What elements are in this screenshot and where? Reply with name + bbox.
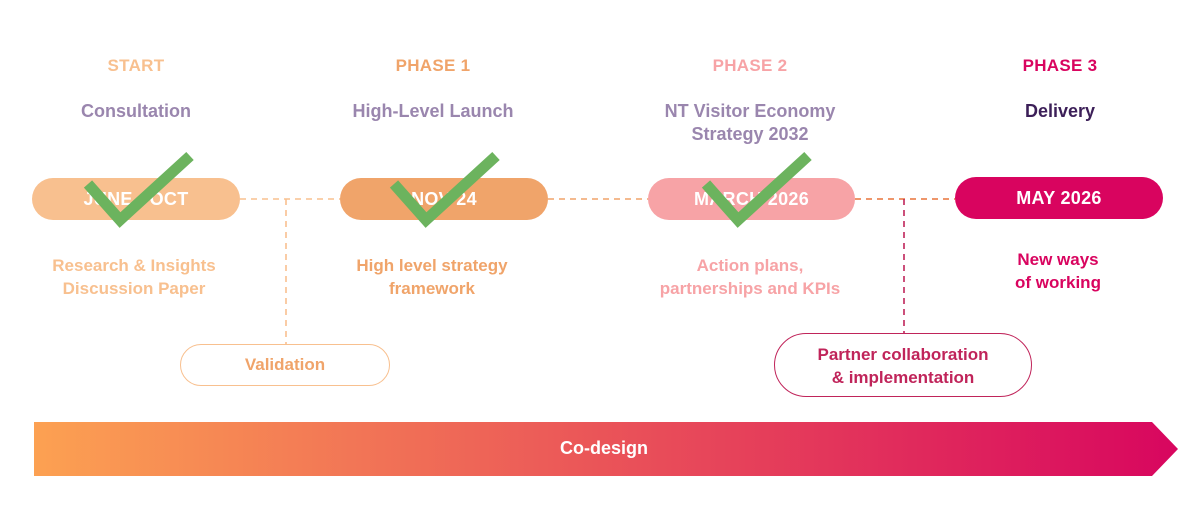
stage-title-consultation: Consultation xyxy=(81,101,191,121)
title-line: NT Visitor Economy xyxy=(664,101,836,121)
description-line: Action plans, xyxy=(696,256,804,275)
description-line: New ways xyxy=(1017,250,1099,269)
description-line: Discussion Paper xyxy=(62,279,206,298)
check-icon xyxy=(389,151,500,228)
stage-title-launch: High-Level Launch xyxy=(352,101,514,121)
phase-label-1: PHASE 1 xyxy=(395,56,471,75)
phase-label-start: START xyxy=(107,56,165,75)
stage-description-phase1: High level strategy framework xyxy=(282,254,582,300)
stage-description-phase3: New ways of working xyxy=(908,248,1200,294)
phase-label-2: PHASE 2 xyxy=(712,56,788,75)
description-line: High level strategy xyxy=(356,256,508,275)
check-icon xyxy=(83,151,194,228)
partner-callout: Partner collaboration & implementation xyxy=(774,333,1032,397)
stage-title-delivery: Delivery xyxy=(1024,101,1096,121)
codesign-label: Co-design xyxy=(560,438,648,458)
stage-title-strategy: NT Visitor Economy Strategy 2032 xyxy=(600,100,900,146)
description-line: of working xyxy=(1015,273,1101,292)
description-line: partnerships and KPIs xyxy=(659,279,841,298)
date-pill-phase3: MAY 2026 xyxy=(955,177,1163,219)
callout-line: Partner collaboration xyxy=(817,345,989,364)
stage-description-start: Research & Insights Discussion Paper xyxy=(0,254,284,300)
arrow-banner xyxy=(34,422,1178,476)
check-icon xyxy=(701,151,812,228)
phase-label-3: PHASE 3 xyxy=(1022,56,1098,75)
description-line: framework xyxy=(389,279,475,298)
title-line: Strategy 2032 xyxy=(691,124,809,144)
description-line: Research & Insights xyxy=(52,256,216,275)
validation-callout: Validation xyxy=(180,344,390,386)
callout-line: & implementation xyxy=(831,368,975,387)
stage-description-phase2: Action plans, partnerships and KPIs xyxy=(600,254,900,300)
